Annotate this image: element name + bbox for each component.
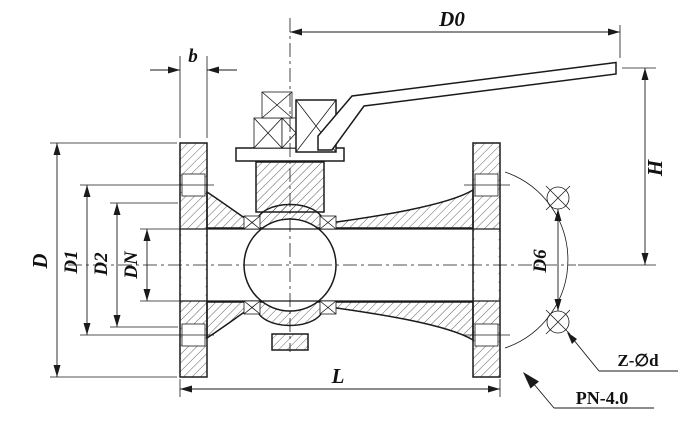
lever-bar — [317, 61, 617, 151]
callout-z-d: Z-∅d — [567, 332, 678, 372]
callout-label-z-d: Z-∅d — [617, 351, 659, 370]
dimension-d2: D2 — [91, 202, 178, 328]
dimension-d0: D0 — [290, 7, 621, 58]
bolt-hole-symbol-top — [545, 185, 571, 211]
dimension-d: D — [28, 142, 177, 378]
centerlines — [68, 18, 576, 352]
dimension-b: b — [150, 46, 237, 138]
dimension-h: H — [578, 67, 667, 266]
dim-label-l: L — [331, 364, 345, 388]
handle-lever — [295, 61, 617, 153]
bolt-circle-arc — [504, 171, 571, 349]
right-flange — [472, 142, 501, 378]
dimension-d6: D6 — [530, 209, 562, 311]
bolt-hole-symbol-bottom — [545, 309, 571, 335]
dim-label-dn: DN — [121, 250, 142, 280]
dim-label-d: D — [28, 253, 52, 269]
dim-label-d2: D2 — [91, 252, 112, 277]
dim-label-d0: D0 — [438, 7, 465, 31]
callout-pn: PN-4.0 — [523, 372, 654, 409]
dim-label-b: b — [188, 46, 198, 67]
callout-label-pn: PN-4.0 — [576, 388, 629, 408]
dimension-dn: DN — [121, 228, 180, 302]
dimension-d1: D1 — [61, 185, 91, 335]
dim-label-d6: D6 — [530, 249, 551, 274]
dim-label-h: H — [643, 159, 667, 177]
seat-rings — [243, 215, 337, 315]
dimension-l: L — [179, 364, 501, 397]
flow-bore — [180, 228, 500, 302]
left-flange — [179, 142, 208, 378]
dim-label-d1: D1 — [61, 250, 82, 274]
